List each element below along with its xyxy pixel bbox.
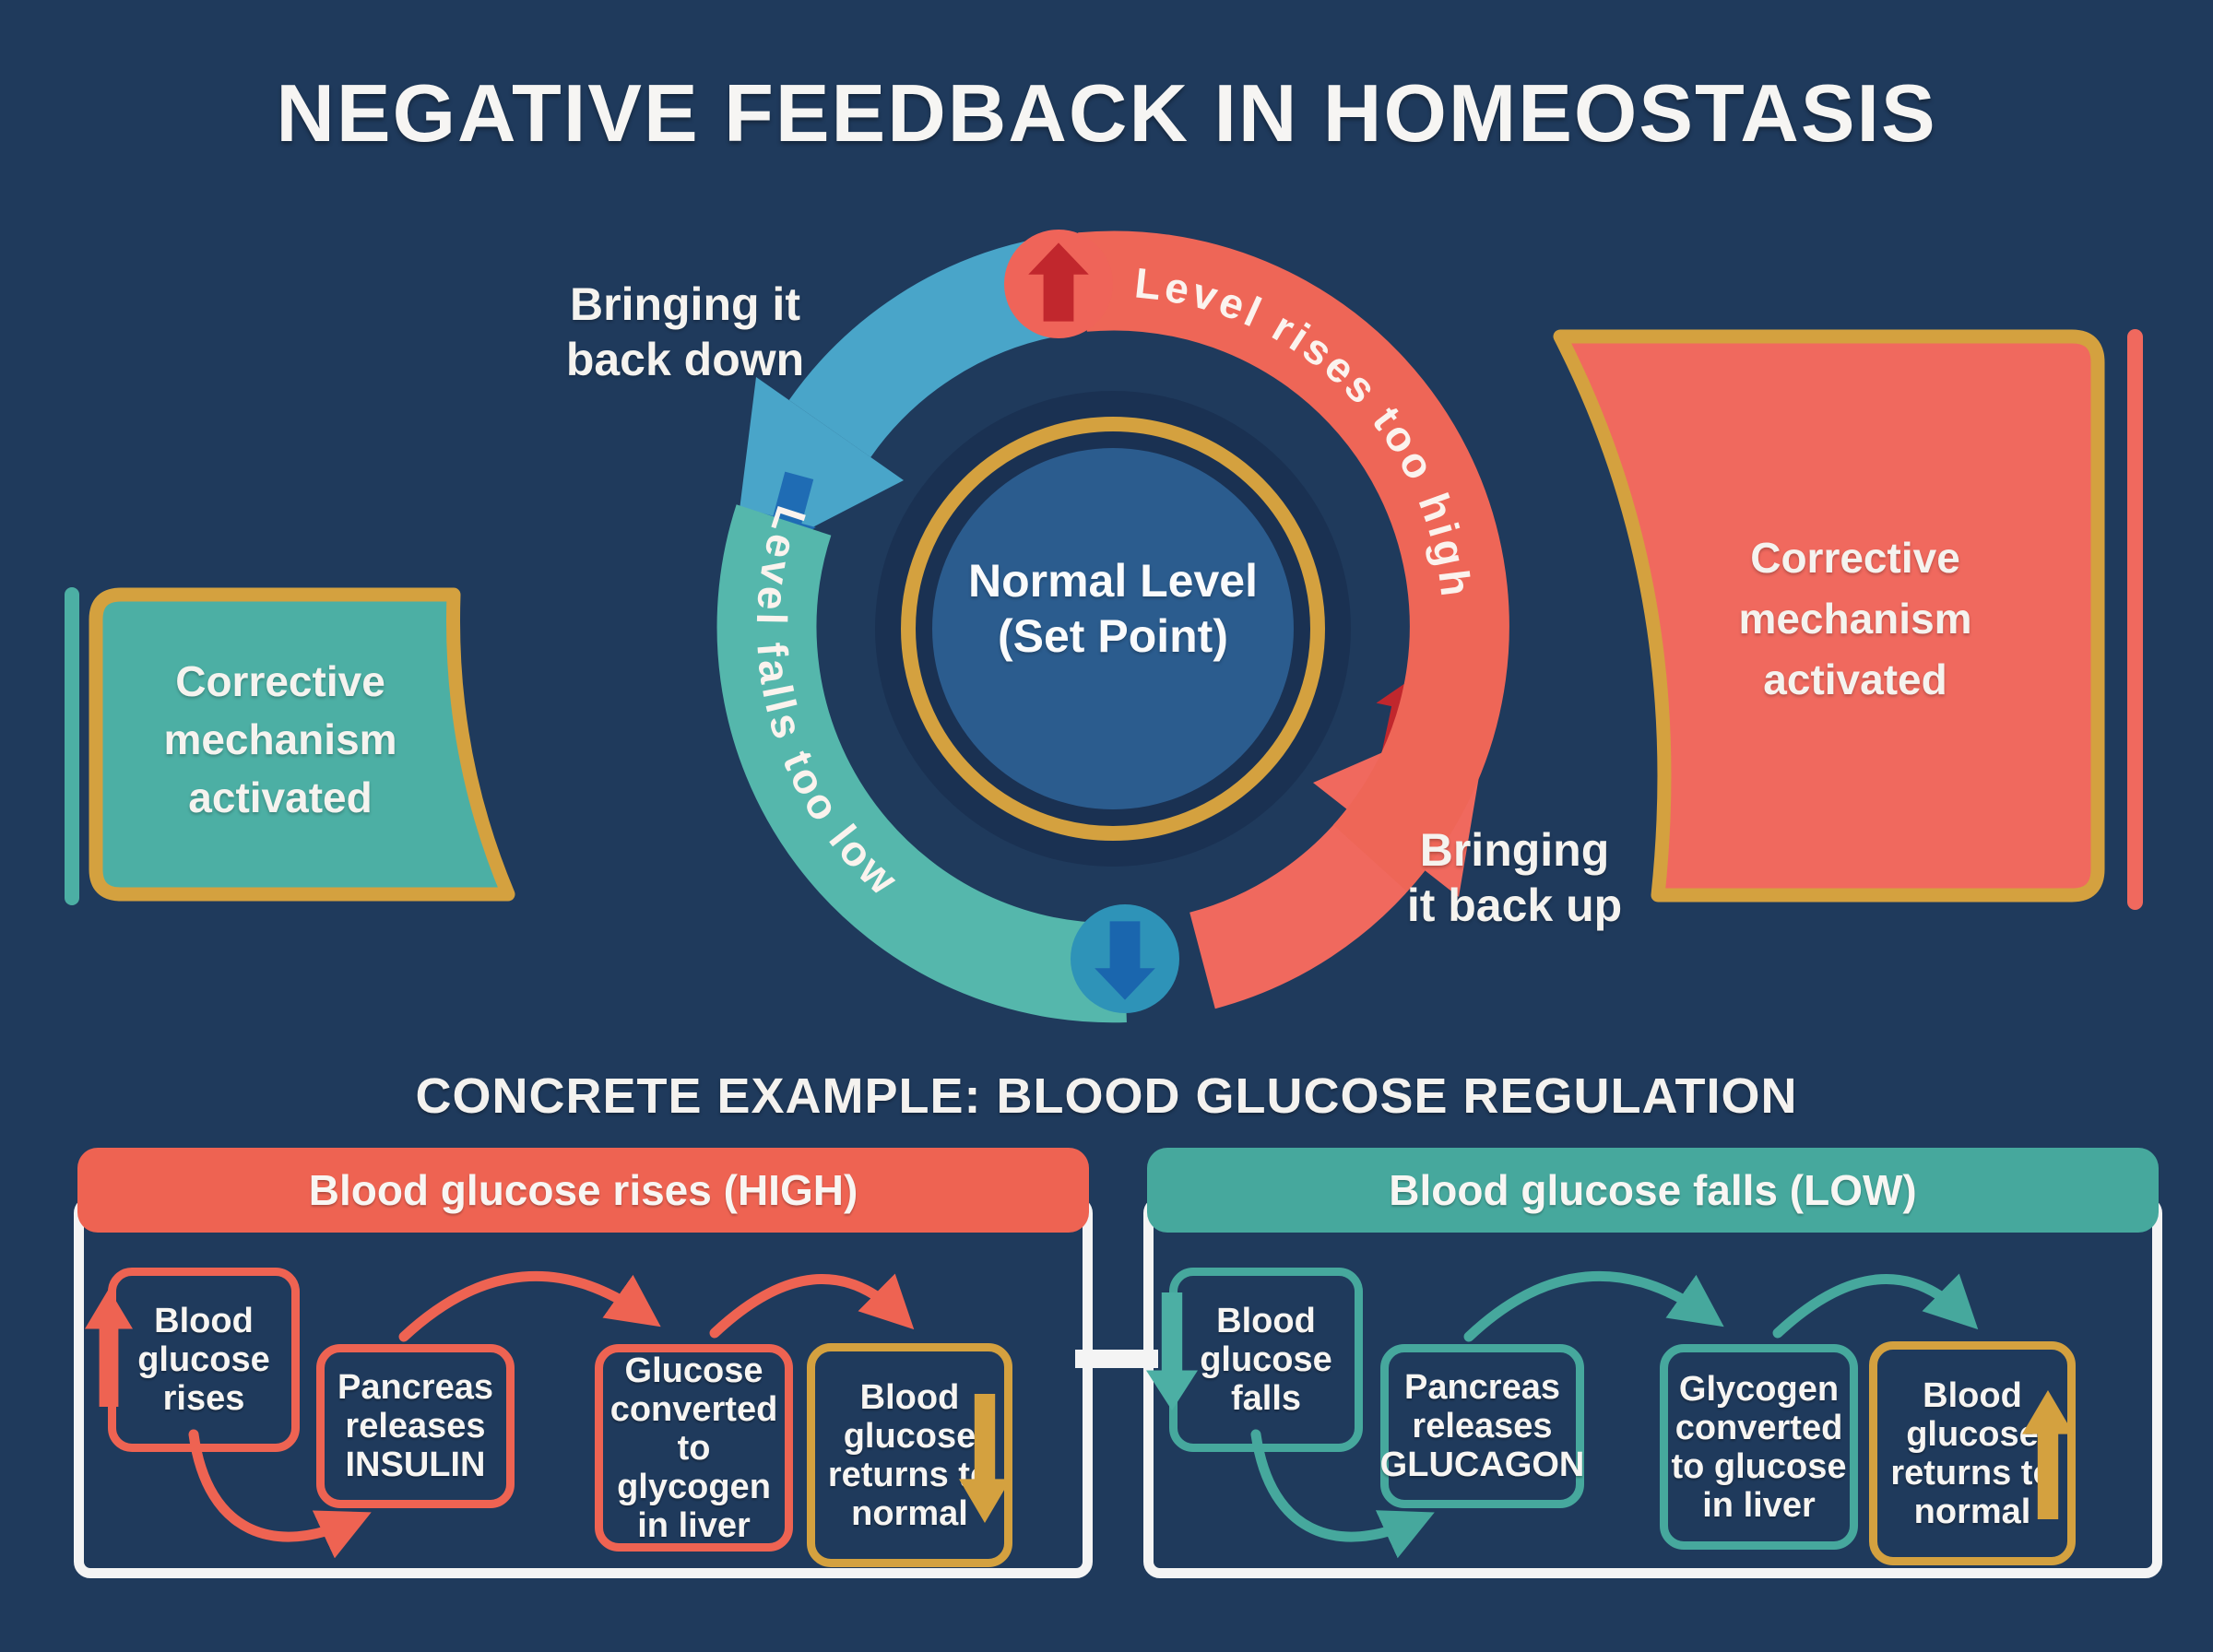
fall-badge (1071, 904, 1179, 1013)
page-title: NEGATIVE FEEDBACK IN HOMEOSTASIS (276, 67, 1937, 159)
arc-label-rises: Level rises too high (1132, 258, 1481, 602)
panel-connector (1075, 1350, 1158, 1368)
rise-badge (1004, 230, 1113, 338)
up-arrow-icon (1366, 670, 1445, 764)
low-panel-header: Blood glucose falls (LOW) (1147, 1148, 2159, 1233)
left-accent-bar (65, 587, 79, 905)
arc-label-falls: Level falls too low (748, 501, 909, 906)
high-panel-header: Blood glucose rises (HIGH) (77, 1148, 1089, 1233)
down-arrow-icon (751, 467, 828, 558)
level-up-arrow-icon (1028, 242, 1089, 322)
right-accent-bar (2127, 329, 2143, 910)
level-down-arrow-icon (1095, 921, 1155, 1000)
setpoint-label: Normal Level(Set Point) (967, 555, 1258, 662)
example-heading: CONCRETE EXAMPLE: BLOOD GLUCOSE REGULATI… (415, 1068, 1798, 1124)
blue-curved-arrowhead (732, 377, 904, 569)
